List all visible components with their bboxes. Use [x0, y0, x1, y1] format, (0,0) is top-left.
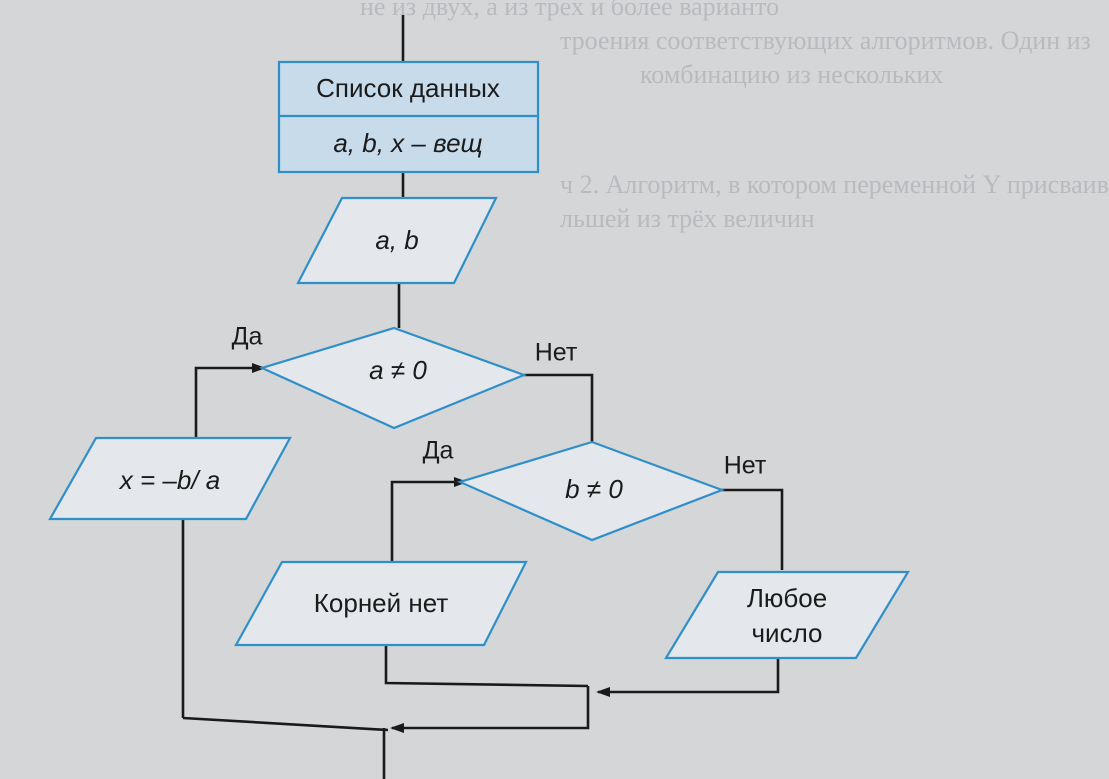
condition1-yes-label: Да: [231, 322, 263, 351]
condition1-label: a ≠ 0: [369, 354, 427, 385]
background-text-line: троения соответствующих алгоритмов. Один…: [560, 26, 1091, 55]
output-no-roots-label: Корней нет: [313, 587, 449, 618]
output-x-label: x = –b/ a: [119, 464, 221, 495]
input-parallelogram: [296, 196, 498, 285]
flowchart-diagram: [48, 15, 910, 779]
flowchart-page: не из двух, а из трех и более варианто т…: [48, 0, 1109, 779]
output-any-number-line2: число: [751, 617, 823, 648]
background-text-line: льшей из трёх величин: [560, 204, 815, 233]
condition1-diamond: [258, 326, 528, 430]
connector-cond2-yes: [390, 477, 468, 562]
connector-none-down: [384, 645, 589, 688]
background-text-line: ч 2. Алгоритм, в котором переменной Y пр…: [560, 170, 1109, 199]
connector-bottom-left: [182, 716, 389, 732]
condition2-label: b ≠ 0: [565, 473, 623, 504]
output-no-roots-parallelogram: [234, 560, 528, 647]
condition2-yes-label: Да: [422, 436, 454, 465]
condition2-diamond: [456, 440, 726, 542]
output-any-number-line1: Любое: [746, 582, 828, 613]
output-x-parallelogram: [48, 436, 292, 521]
output-any-number-parallelogram: [664, 570, 910, 660]
connector-any-down: [596, 658, 780, 697]
condition2-no-label: Нет: [723, 451, 767, 480]
data-list-vars: a, b, x – вещ: [333, 127, 483, 158]
connector-cond1-yes: [194, 363, 266, 438]
connector-merge: [390, 686, 590, 733]
condition1-no-label: Нет: [534, 338, 578, 367]
connector-cond1-no: [524, 373, 594, 442]
background-text-line: комбинацию из нескольких: [640, 60, 944, 89]
data-list-header: Список данных: [316, 72, 500, 103]
input-label: a, b: [375, 224, 419, 255]
connector-cond2-no: [720, 488, 784, 570]
background-text-line: не из двух, а из трех и более варианто: [360, 0, 780, 21]
